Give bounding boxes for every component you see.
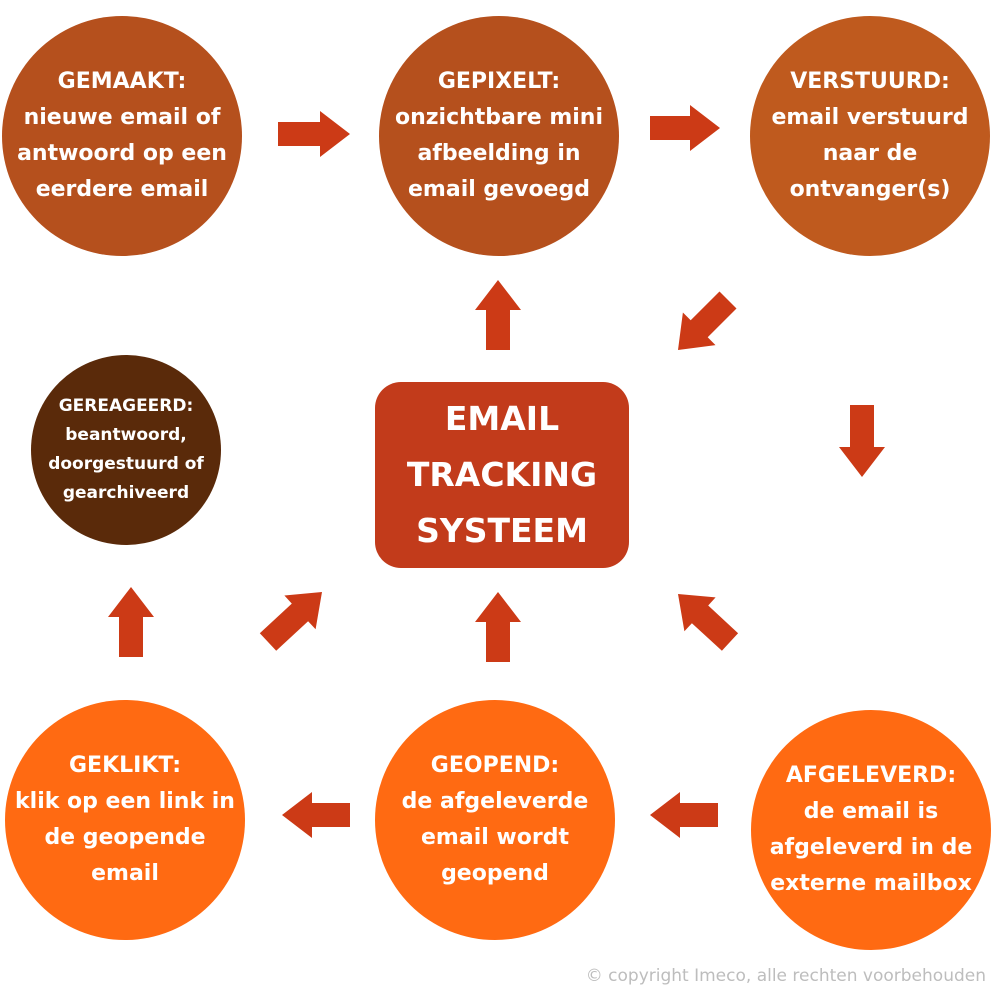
arrow-verstuurd-to-afgeleverd <box>839 405 885 477</box>
stage-line: de email is <box>803 799 939 824</box>
arrow-center-to-gepixelt <box>475 280 521 350</box>
stage-title: GEKLIKT: <box>69 753 181 778</box>
arrow-gemaakt-to-gepixelt <box>278 111 350 157</box>
stage-title: VERSTUURD: <box>790 69 950 94</box>
center-box: EMAIL TRACKING SYSTEEM <box>375 382 629 568</box>
stage-line: externe mailbox <box>770 871 972 896</box>
stage-line: geopend <box>441 861 549 886</box>
stage-gereageerd: GEREAGEERD: beantwoord, doorgestuurd of … <box>31 355 221 545</box>
stage-line: email <box>91 861 159 886</box>
stage-line: beantwoord, <box>65 425 187 445</box>
stage-line: ontvanger(s) <box>789 177 951 202</box>
stage-title: GEPIXELT: <box>437 69 561 94</box>
arrow-geopend-to-geklikt <box>282 792 350 838</box>
stage-geopend: GEOPEND: de afgeleverde email wordt geop… <box>375 700 615 940</box>
arrow-geklikt-to-center <box>259 592 322 651</box>
arrow-afgeleverd-to-center <box>678 594 739 651</box>
stage-afgeleverd: AFGELEVERD: de email is afgeleverd in de… <box>751 710 991 950</box>
stage-line: antwoord op een <box>17 141 227 166</box>
stage-geklikt: GEKLIKT: klik op een link in de geopende… <box>5 700 245 940</box>
arrow-geklikt-to-gereageerd <box>108 587 154 657</box>
stage-line: gearchiveerd <box>62 483 190 503</box>
copyright-notice: © copyright Imeco, alle rechten voorbeho… <box>585 966 986 986</box>
arrow-geopend-to-center <box>475 592 521 662</box>
stage-line: naar de <box>822 141 918 166</box>
stage-line: klik op een link in <box>15 789 235 814</box>
stage-verstuurd: VERSTUURD: email verstuurd naar de ontva… <box>750 16 990 256</box>
arrow-verstuurd-to-center <box>678 291 737 350</box>
center-line: TRACKING <box>406 455 598 494</box>
stage-line: de afgeleverde <box>401 789 589 814</box>
center-line: SYSTEEM <box>416 511 588 550</box>
stage-title: AFGELEVERD: <box>785 763 957 788</box>
center-line: EMAIL <box>444 399 560 438</box>
arrow-afgeleverd-to-geopend <box>650 792 718 838</box>
stage-line: doorgestuurd of <box>48 454 204 474</box>
stage-line: nieuwe email of <box>23 105 221 130</box>
stage-title: GEOPEND: <box>430 753 560 778</box>
stage-line: email verstuurd <box>771 105 969 130</box>
arrow-gepixelt-to-verstuurd <box>650 105 720 151</box>
stage-line: afbeelding in <box>417 141 581 166</box>
stage-title: GEMAAKT: <box>57 69 187 94</box>
stage-gepixelt: GEPIXELT: onzichtbare mini afbeelding in… <box>379 16 619 256</box>
stage-line: de geopende <box>44 825 206 850</box>
stage-line: email wordt <box>421 825 569 850</box>
stage-line: eerdere email <box>35 177 209 202</box>
stage-line: afgeleverd in de <box>769 835 973 860</box>
stage-line: onzichtbare mini <box>394 105 604 130</box>
stage-gemaakt: GEMAAKT: nieuwe email of antwoord op een… <box>2 16 242 256</box>
stage-line: email gevoegd <box>408 177 590 202</box>
stage-title: GEREAGEERD: <box>58 396 194 416</box>
